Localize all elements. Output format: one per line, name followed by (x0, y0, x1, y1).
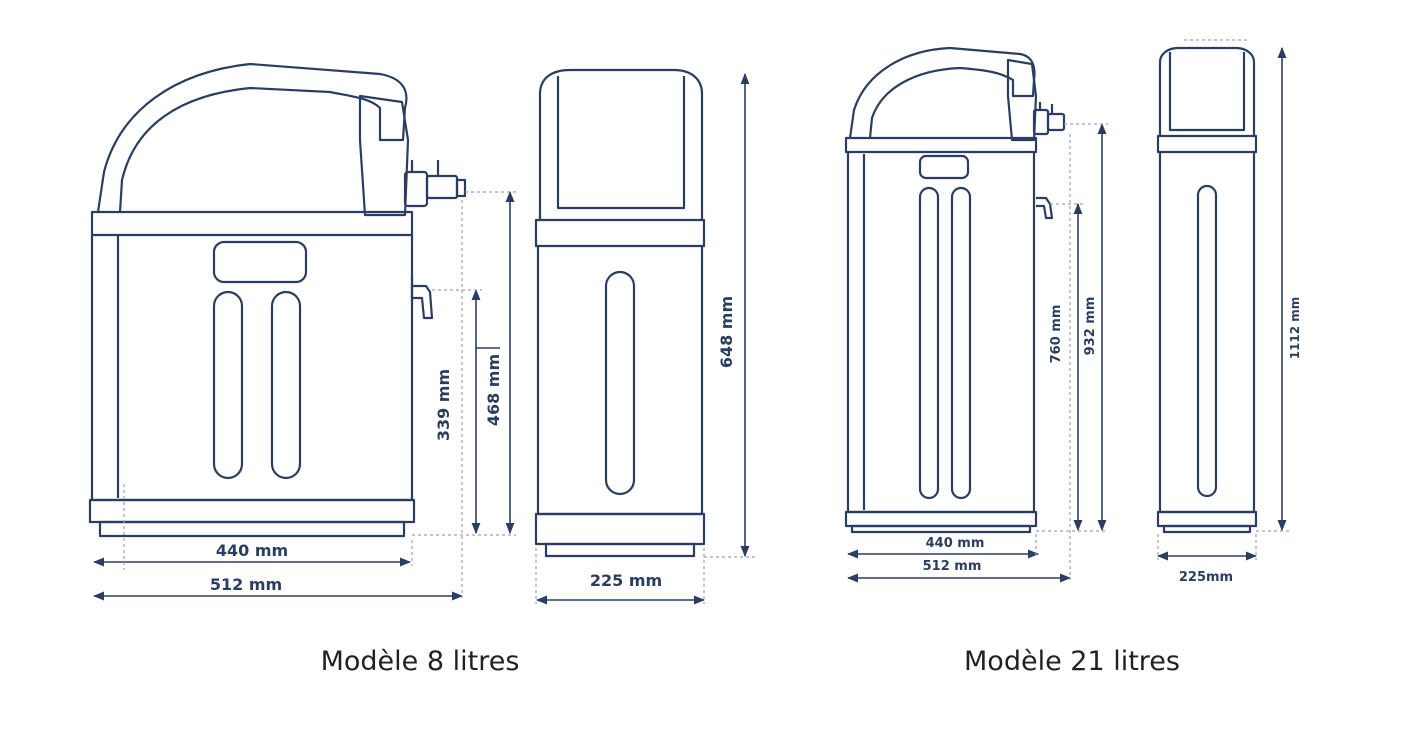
model-21-caption: Modèle 21 litres (964, 646, 1180, 677)
m8-height-total-label: 648 mm (717, 296, 736, 368)
model-8-caption: Modèle 8 litres (320, 646, 520, 677)
model-8-front-view (534, 68, 706, 558)
model-8-side-guides (123, 191, 516, 598)
m8-width-body-label: 440 mm (216, 541, 288, 560)
model-21-front-view (1156, 46, 1258, 534)
model-8-side-view (88, 62, 467, 538)
m8-height-inlet-label: 468 mm (484, 354, 503, 426)
m8-height-outlet-label: 339 mm (434, 369, 453, 441)
model-21-front-guides (1157, 39, 1290, 560)
m21-height-total-label: 1112 mm (1288, 297, 1302, 360)
m21-height-inlet-label: 932 mm (1083, 297, 1098, 356)
m21-height-outlet-label: 760 mm (1049, 305, 1064, 364)
model-8-side-dimensions (92, 190, 515, 601)
model-21-front-dimensions (1156, 46, 1287, 561)
model-21-side-view (844, 46, 1066, 534)
m21-width-total-label: 512 mm (923, 559, 982, 574)
model-8-front-dimensions (535, 72, 750, 605)
model-21-side-guides (1035, 123, 1108, 580)
m8-width-total-label: 512 mm (210, 575, 282, 594)
m21-depth-label: 225mm (1179, 570, 1233, 585)
m8-depth-label: 225 mm (590, 571, 662, 590)
model-8-front-guides (535, 548, 756, 604)
model-21-side-dimensions (846, 122, 1107, 583)
m21-width-body-label: 440 mm (926, 536, 985, 551)
